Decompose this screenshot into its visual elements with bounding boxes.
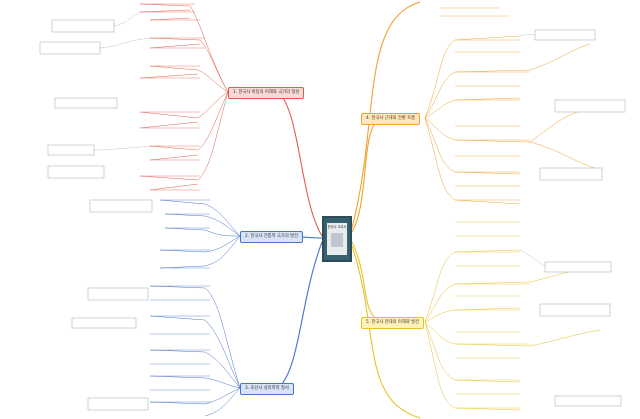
branch-connector-top-left [277,91,323,237]
center-title: 한국사 교과서 [327,225,347,229]
branch-topic-bottom-left[interactable]: 3. 조선사 성리학적 질서 [240,383,294,395]
book-cover: 한국사 교과서 [327,223,347,255]
center-topic-card[interactable]: 한국사 교과서 [322,216,352,262]
branch-connector-top-right-extra [351,1,421,229]
branch-topic-top-right[interactable]: 4. 한국사 근대의 전환 흐름 [361,113,421,125]
book-illustration [331,232,343,247]
branch-connector-bottom-left [277,241,323,389]
branch-connector-top-right [351,117,381,233]
branch-topic-bottom-right[interactable]: 5. 한국사 현대의 이해와 발전 [361,317,425,329]
branch-connector-bottom-right-extra [351,245,421,419]
branch-topic-mid-left[interactable]: 2. 한국사 전통적 국가의 발전 [240,231,304,243]
branch-connector-bottom-right [351,241,381,323]
branch-topic-top-left[interactable]: 1. 한국사 바탕의 이해와 국가의 형성 [228,87,305,99]
